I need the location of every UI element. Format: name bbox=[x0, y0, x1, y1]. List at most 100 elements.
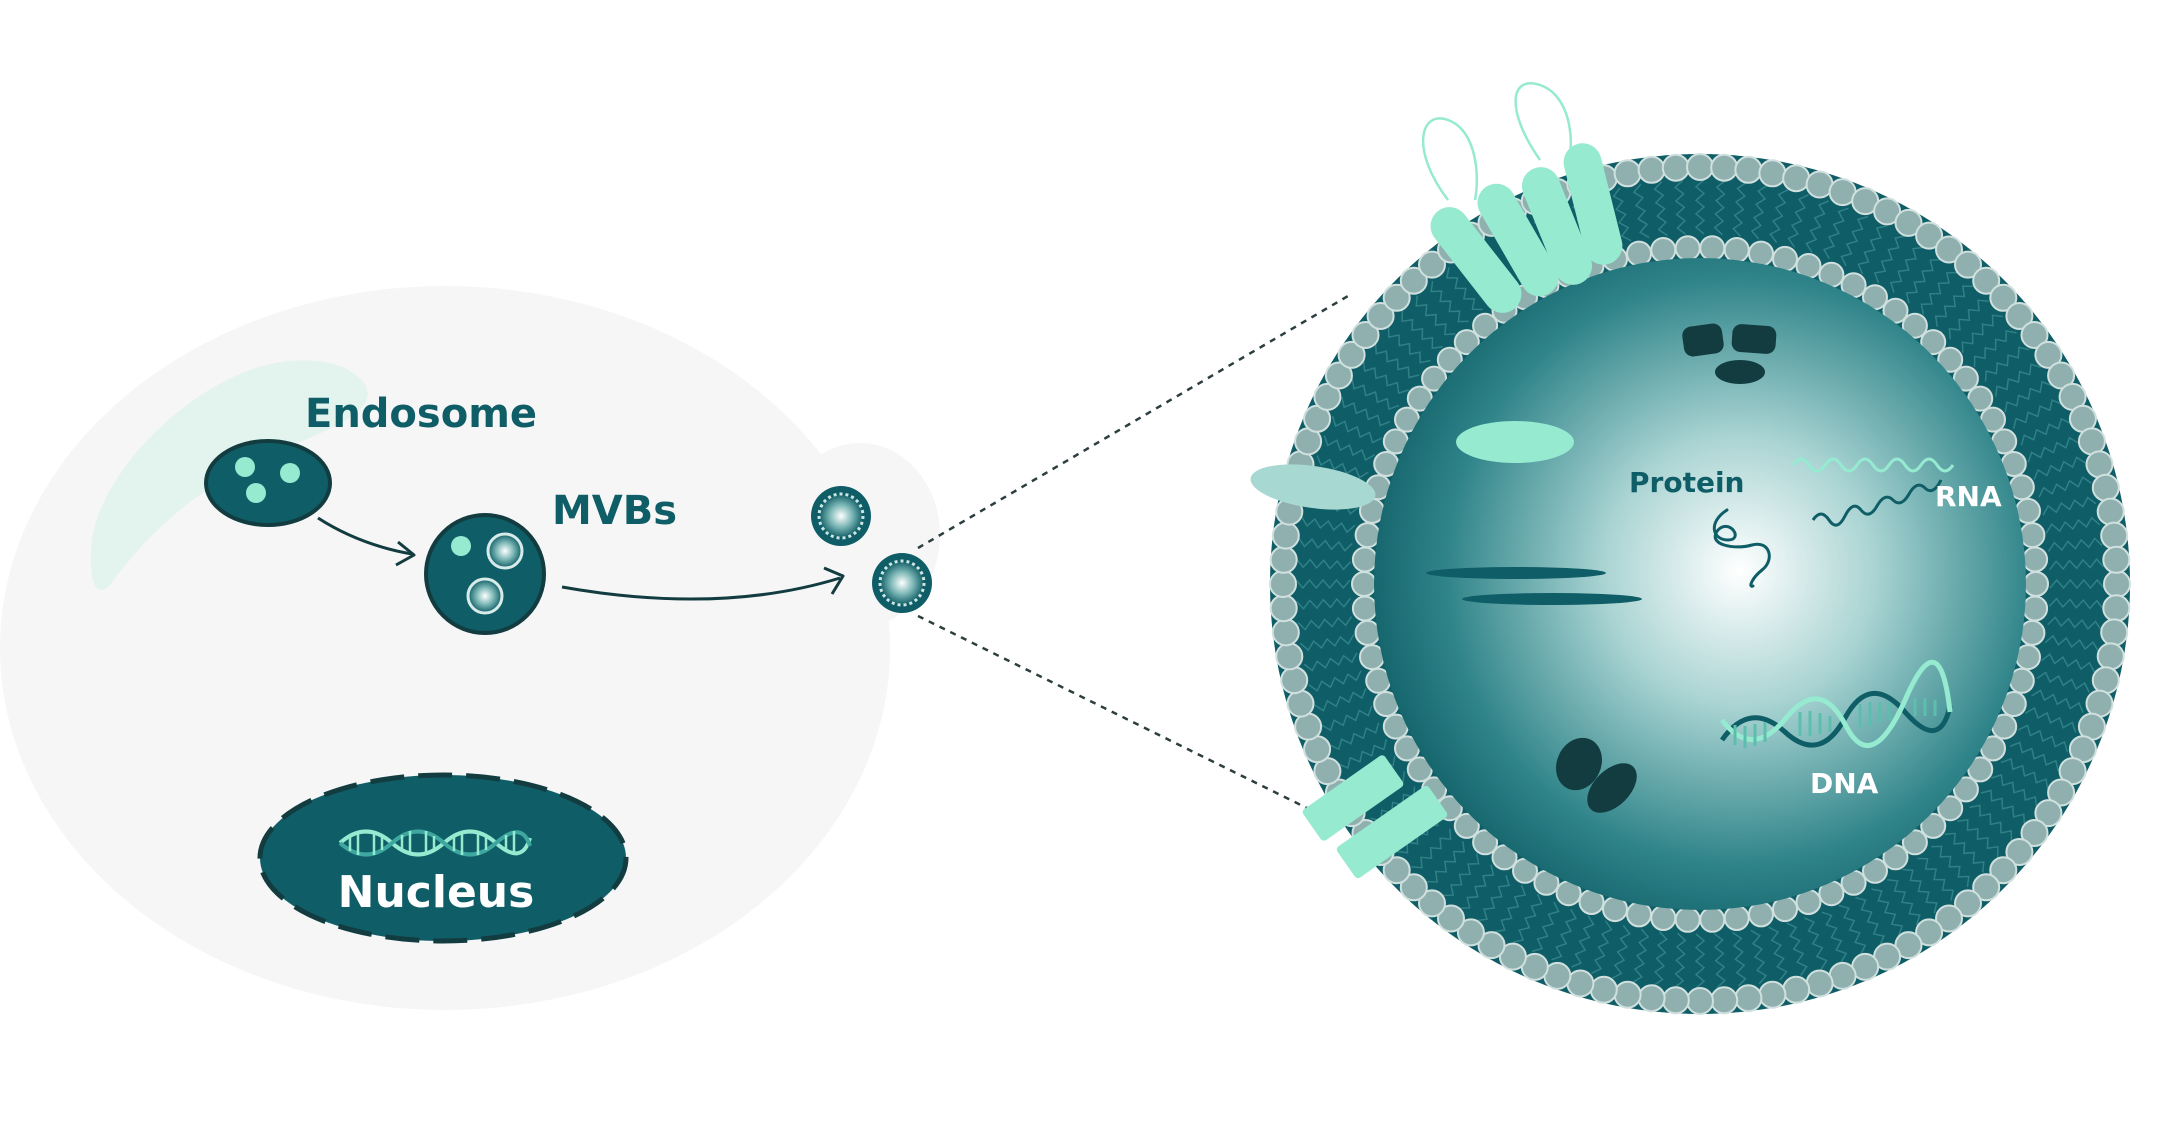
outer-lipid-head bbox=[1269, 594, 1298, 623]
lipid-tail bbox=[2044, 634, 2100, 652]
lipid-tail bbox=[1351, 378, 1400, 411]
outer-lipid-head bbox=[1382, 283, 1411, 312]
lipid-tail bbox=[2020, 417, 2072, 446]
lipid-tail bbox=[1732, 931, 1747, 987]
lipid-tail bbox=[1994, 363, 2042, 397]
inner-lipid-head bbox=[1920, 812, 1947, 839]
outer-lipid-head bbox=[1915, 918, 1944, 947]
outer-lipid-head bbox=[1271, 521, 1300, 550]
lipid-tail bbox=[1653, 181, 1668, 237]
lipid-tail bbox=[1786, 922, 1808, 976]
inner-lipid-head bbox=[1952, 776, 1979, 803]
outer-lipid-head bbox=[2096, 497, 2125, 526]
inner-lipid-head bbox=[1351, 595, 1378, 622]
lipid-tail bbox=[1512, 893, 1543, 943]
outer-lipid-head bbox=[2091, 473, 2120, 502]
lipid-tail bbox=[1299, 634, 1355, 652]
inner-lipid-head bbox=[1453, 329, 1480, 356]
lipid-tail bbox=[1295, 578, 1351, 590]
lipid-tail bbox=[1674, 179, 1687, 235]
lipid-tail bbox=[1387, 326, 1431, 364]
lipid-tail bbox=[1840, 215, 1869, 267]
outer-lipid-head bbox=[1275, 642, 1304, 671]
inner-lipid-head bbox=[1354, 619, 1381, 646]
outer-lipid-head bbox=[1269, 570, 1297, 598]
outer-lipid-head bbox=[1382, 856, 1411, 885]
lipid-tail bbox=[1612, 187, 1632, 242]
outer-lipid-head bbox=[2091, 666, 2120, 695]
outer-lipid-head bbox=[1399, 873, 1428, 902]
outer-lipid-head bbox=[1637, 155, 1666, 184]
nucleus-dna-icon bbox=[338, 829, 532, 857]
inner-lipid-head bbox=[1882, 297, 1909, 324]
lipid-tail bbox=[1653, 931, 1668, 987]
dna-icon bbox=[1719, 660, 1953, 748]
rna-icon bbox=[1791, 457, 1955, 527]
lipid-tail bbox=[2038, 476, 2092, 498]
inner-lipid-head bbox=[1650, 237, 1677, 263]
outer-lipid-head bbox=[1286, 689, 1315, 718]
lipid-tail bbox=[1855, 896, 1885, 947]
lipid-tail bbox=[1969, 804, 2013, 842]
cargo-protein-cluster bbox=[1682, 323, 1777, 384]
lipid-tail bbox=[1632, 928, 1650, 984]
lipid-tail bbox=[1750, 184, 1768, 240]
peripheral-membrane-protein bbox=[1250, 464, 1376, 510]
outer-lipid-head bbox=[1661, 153, 1690, 182]
inner-lipid-head bbox=[1406, 756, 1433, 783]
endosome-label: Endosome bbox=[305, 391, 537, 437]
lipid-tail bbox=[1823, 207, 1849, 260]
lipid-tail bbox=[2047, 537, 2103, 552]
inner-lipid-head bbox=[1351, 546, 1378, 573]
lipid-tail bbox=[1873, 235, 1906, 284]
lipid-tail bbox=[2009, 741, 2059, 772]
lipid-tail bbox=[2049, 578, 2105, 590]
outer-lipid-head bbox=[1437, 904, 1465, 933]
outer-lipid-head bbox=[1313, 382, 1342, 411]
outer-lipid-head bbox=[1758, 159, 1787, 188]
lipid-tail bbox=[1768, 926, 1788, 981]
cargo-dark-vesicles bbox=[1556, 737, 1637, 813]
twopass-membrane-protein bbox=[1302, 755, 1448, 879]
outer-lipid-head bbox=[2047, 778, 2076, 807]
rna-label: RNA bbox=[1935, 480, 2002, 513]
protein-strand-icon bbox=[1712, 508, 1771, 588]
lipid-tail bbox=[1445, 267, 1483, 311]
lipid-tail bbox=[1889, 246, 1924, 293]
inner-lipid-head bbox=[1748, 240, 1774, 267]
inner-lipid-head bbox=[1472, 829, 1499, 856]
lipid-tail bbox=[2047, 616, 2103, 631]
outer-lipid-head bbox=[2085, 450, 2114, 479]
outer-lipid-head bbox=[2047, 361, 2076, 390]
lipid-tail bbox=[1805, 200, 1829, 253]
lipid-tail bbox=[1303, 652, 1358, 672]
lipid-tail bbox=[2048, 597, 2104, 610]
inner-lipid-head bbox=[1626, 901, 1652, 928]
inner-lipid-head bbox=[2023, 571, 2049, 597]
mvb bbox=[424, 513, 546, 635]
inner-lipid-head bbox=[1723, 905, 1750, 931]
lipid-tail bbox=[1991, 773, 2038, 808]
lipid-tail bbox=[1426, 841, 1466, 883]
outer-lipid-head bbox=[1782, 975, 1811, 1004]
cargo-mint-protein bbox=[1456, 421, 1574, 463]
lipid-tail bbox=[1341, 396, 1391, 427]
nucleus bbox=[257, 772, 629, 944]
lipid-tail bbox=[1314, 688, 1367, 712]
lipid-tail bbox=[2012, 399, 2063, 429]
lipid-tail bbox=[1750, 929, 1768, 985]
lipid-tail bbox=[2049, 558, 2105, 571]
outer-lipid-head bbox=[1954, 250, 1982, 279]
exosome: Protein RNA DNA bbox=[1250, 82, 2131, 1015]
outer-lipid-head bbox=[1758, 980, 1787, 1009]
lipid-tail bbox=[1308, 670, 1362, 692]
outer-lipid-head bbox=[2103, 570, 2131, 598]
exosome-lumen bbox=[1374, 258, 2026, 910]
lipid-tail bbox=[2027, 436, 2079, 463]
outer-lipid-head bbox=[1637, 984, 1666, 1013]
lipid-tail bbox=[1297, 616, 1353, 631]
lipid-tail bbox=[1887, 878, 1921, 926]
inner-lipid-head bbox=[1901, 829, 1928, 856]
outer-lipid-head bbox=[2102, 545, 2131, 574]
